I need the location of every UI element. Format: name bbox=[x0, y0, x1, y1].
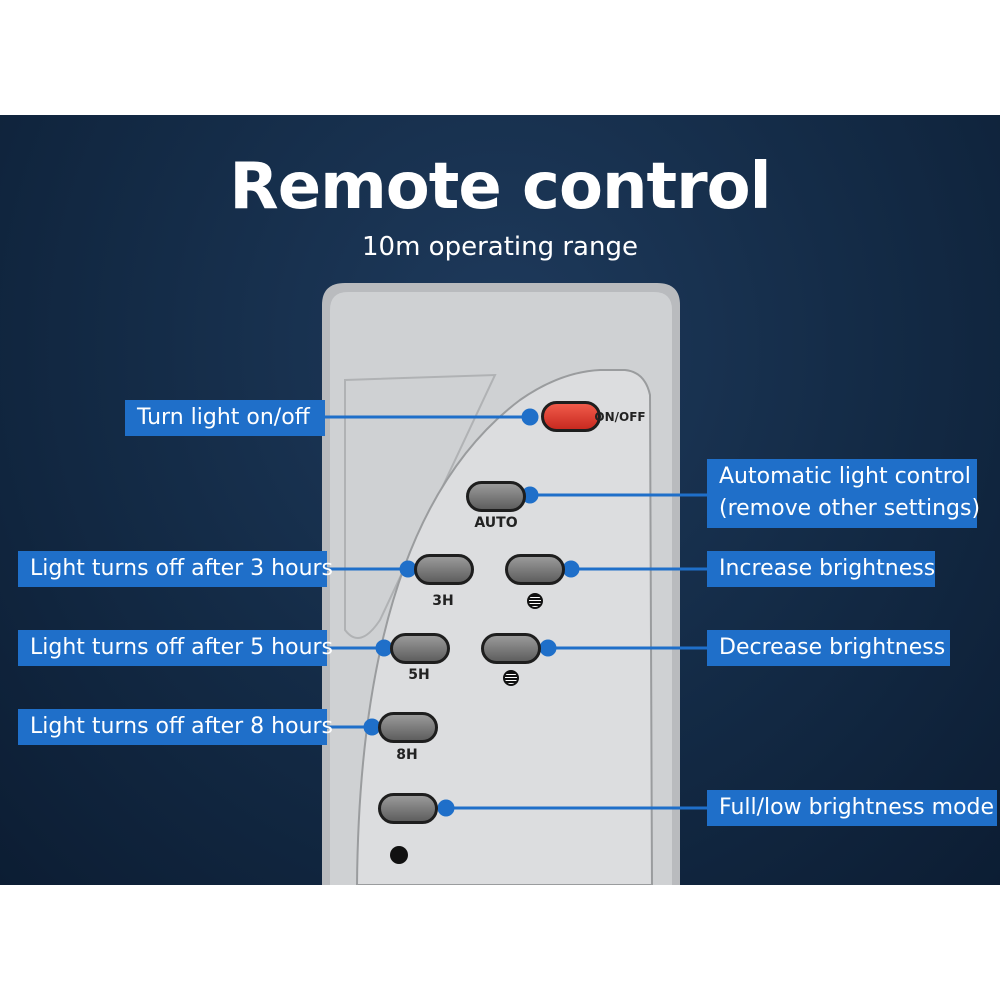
brightness-up-button[interactable] bbox=[505, 554, 565, 585]
auto-button[interactable] bbox=[466, 481, 526, 512]
callout-3h: Light turns off after 3 hours bbox=[18, 551, 333, 587]
callout-decrease: Decrease brightness bbox=[707, 630, 950, 666]
3h-button[interactable] bbox=[414, 554, 474, 585]
indicator-led bbox=[390, 846, 408, 864]
callout-auto-line1: Automatic light control bbox=[719, 464, 971, 489]
auto-caption: AUTO bbox=[474, 515, 518, 531]
callout-auto-line2: (remove other settings) bbox=[719, 496, 981, 521]
brightness-down-icon bbox=[503, 670, 519, 686]
5h-caption: 5H bbox=[408, 667, 430, 683]
8h-caption: 8H bbox=[396, 747, 418, 763]
callout-increase: Increase brightness bbox=[707, 551, 935, 587]
subtitle: 10m operating range bbox=[362, 232, 638, 262]
callout-auto: Automatic light control (remove other se… bbox=[707, 459, 981, 528]
3h-caption: 3H bbox=[432, 593, 454, 609]
5h-button[interactable] bbox=[390, 633, 450, 664]
callout-on-off: Turn light on/off bbox=[125, 400, 325, 436]
brightness-up-icon bbox=[527, 593, 543, 609]
brightness-down-button[interactable] bbox=[481, 633, 541, 664]
8h-button[interactable] bbox=[378, 712, 438, 743]
on-off-button[interactable] bbox=[541, 401, 601, 432]
page-title: Remote control bbox=[229, 150, 771, 224]
callout-5h: Light turns off after 5 hours bbox=[18, 630, 333, 666]
mode-button[interactable] bbox=[378, 793, 438, 824]
callout-8h: Light turns off after 8 hours bbox=[18, 709, 333, 745]
callout-mode: Full/low brightness mode bbox=[707, 790, 997, 826]
remote-control bbox=[322, 283, 707, 885]
on-off-caption: ON/OFF bbox=[594, 410, 646, 424]
